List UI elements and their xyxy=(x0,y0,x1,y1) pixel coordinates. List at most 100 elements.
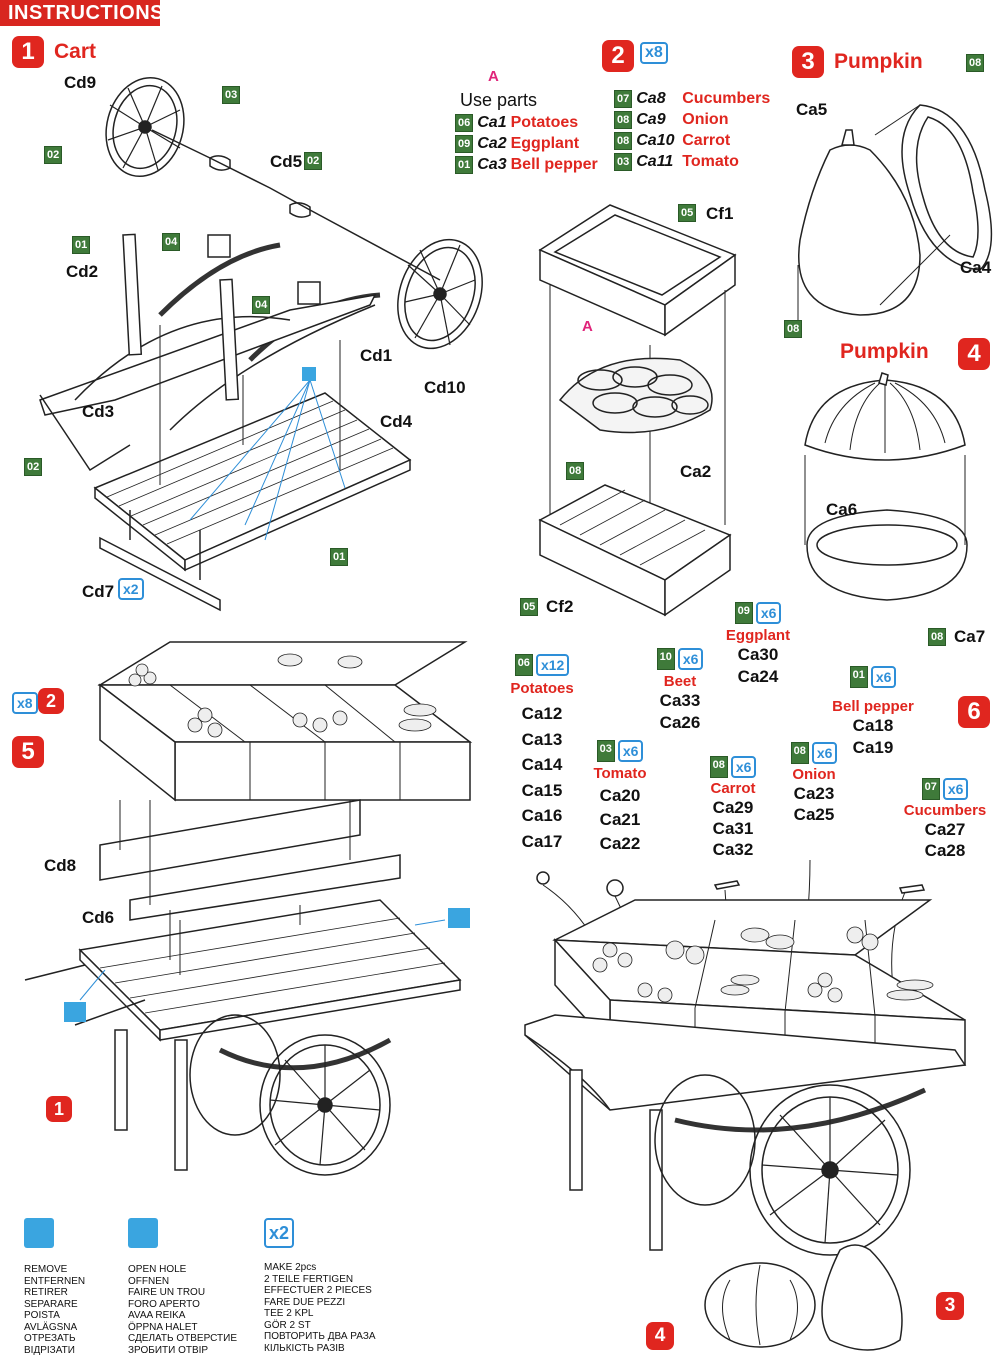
parts-list: Ca20 Ca21 Ca22 xyxy=(590,784,650,856)
legend-line: ПОВТОРИТЬ ДВА РАЗА xyxy=(264,1331,376,1342)
parts-list: Ca18 Ca19 xyxy=(828,715,918,759)
legend-open-hole-text: OPEN HOLE OFFNEN FAIRE UN TROU FORO APER… xyxy=(128,1264,237,1356)
part-code: Ca11 xyxy=(636,153,674,170)
round-pumpkin-diagram xyxy=(795,365,975,625)
step-1-title: Cart xyxy=(54,40,97,63)
instructions-header: INSTRUCTIONS xyxy=(0,0,164,26)
parts-list: Ca30 Ca24 xyxy=(718,644,798,688)
part-name: Eggplant xyxy=(510,135,580,152)
part-tag: 08 xyxy=(614,132,633,150)
part-tag: 03 xyxy=(596,740,615,762)
right-wheel xyxy=(383,228,496,361)
open-hole-icon xyxy=(128,1218,158,1248)
part-name: Bell pepper xyxy=(510,156,598,173)
legend-line: 2 TEILE FERTIGEN xyxy=(264,1273,354,1285)
part-code: Ca14 xyxy=(521,755,563,774)
group-name: Bell pepper xyxy=(832,698,914,715)
remove-icon xyxy=(24,1218,54,1248)
part-tag: 09 xyxy=(455,135,474,153)
part-mult: x6 xyxy=(730,756,757,778)
part-code: Ca15 xyxy=(521,780,563,800)
step-5-badge: 5 xyxy=(12,736,44,768)
label-cd8: Cd8 xyxy=(44,856,77,875)
legend-line: RETIRER xyxy=(24,1287,68,1298)
part-a-marker: A xyxy=(582,318,593,335)
part-tag: 07 xyxy=(614,90,633,108)
tag-08: 08 xyxy=(566,462,585,480)
part-code: Ca19 xyxy=(852,738,894,757)
legend-line: FORO APERTO xyxy=(128,1298,200,1310)
part-name: Cucumbers xyxy=(682,90,771,107)
part-code: Ca23 xyxy=(793,784,835,803)
part-mult: x12 xyxy=(535,654,570,676)
tag-08-e: 08 xyxy=(928,628,947,646)
part-code: Ca10 xyxy=(636,132,675,149)
legend-line: OFFNEN xyxy=(128,1275,170,1287)
step-3-ref: 3 xyxy=(936,1292,964,1320)
part-mult: x6 xyxy=(617,740,644,762)
part-tag: 08 xyxy=(790,742,809,764)
part-mult: x6 xyxy=(942,778,969,800)
part-mult: x6 xyxy=(870,666,897,688)
legend-line: EFFECTUER 2 PIECES xyxy=(264,1285,372,1296)
label-cd4: Cd4 xyxy=(380,412,413,431)
part-tag: 08 xyxy=(709,756,728,778)
tag-02: 02 xyxy=(44,146,63,164)
group-name: Tomato xyxy=(593,765,647,782)
part-mult: x6 xyxy=(811,742,838,764)
part-tag: 07 xyxy=(921,778,940,800)
use-parts-label: Use parts xyxy=(460,90,538,110)
use-parts-letter: A xyxy=(488,68,499,85)
legend-make-2-text: MAKE 2pcs 2 TEILE FERTIGEN EFFECTUER 2 P… xyxy=(264,1262,376,1354)
tag-01: 01 xyxy=(72,236,91,254)
label-cd6: Cd6 xyxy=(82,908,115,927)
part-code: Ca8 xyxy=(636,90,666,107)
part-code: Ca12 xyxy=(521,704,563,723)
part-tag: 08 xyxy=(614,111,633,129)
part-code: Ca18 xyxy=(852,716,894,735)
part-code: Ca28 xyxy=(924,841,966,860)
label-ca5: Ca5 xyxy=(796,100,828,119)
legend-line: TEE 2 KPL xyxy=(264,1308,314,1319)
make-2-icon: x2 xyxy=(264,1218,295,1248)
label-cf2: Cf2 xyxy=(546,597,574,616)
crate-assembly-diagram xyxy=(530,195,750,625)
part-code: Ca31 xyxy=(712,819,754,838)
part-code: Ca25 xyxy=(793,805,835,824)
parts-list: Ca33 Ca26 xyxy=(650,690,710,734)
step-4-ref: 4 xyxy=(646,1322,674,1350)
legend-line: КІЛЬКІСТЬ РАЗІВ xyxy=(264,1342,345,1354)
group-name: Cucumbers xyxy=(903,802,987,819)
part-code: Ca32 xyxy=(712,840,754,859)
group-name: Potatoes xyxy=(510,680,574,697)
legend-line: REMOVE xyxy=(24,1264,68,1275)
part-code: Ca22 xyxy=(599,834,641,853)
part-name: Onion xyxy=(682,111,729,128)
legend-line: ОТРЕЗАТЬ xyxy=(24,1333,76,1344)
legend-line: POISTA xyxy=(24,1310,60,1321)
header-title: INSTRUCTIONS xyxy=(8,2,164,24)
tag-02-c: 02 xyxy=(24,458,43,476)
tag-02-b: 02 xyxy=(304,152,323,170)
legend-line: FAIRE UN TROU xyxy=(128,1287,206,1298)
legend-line: AVAA REIKA xyxy=(128,1310,186,1321)
legend-line: GÖR 2 ST xyxy=(264,1319,311,1331)
part-tag: 01 xyxy=(849,666,868,688)
part-code: Ca26 xyxy=(659,713,701,732)
step-4-title: Pumpkin xyxy=(840,340,929,363)
step-4-badge: 4 xyxy=(958,338,990,370)
part-code: Ca13 xyxy=(521,729,563,749)
label-cd10: Cd10 xyxy=(424,378,466,397)
part-tag: 03 xyxy=(614,153,633,171)
step-6-badge: 6 xyxy=(958,696,990,728)
tag-08-c: 08 xyxy=(966,54,985,72)
tag-04-b: 04 xyxy=(252,296,271,314)
step-1-ref: 1 xyxy=(46,1096,72,1122)
